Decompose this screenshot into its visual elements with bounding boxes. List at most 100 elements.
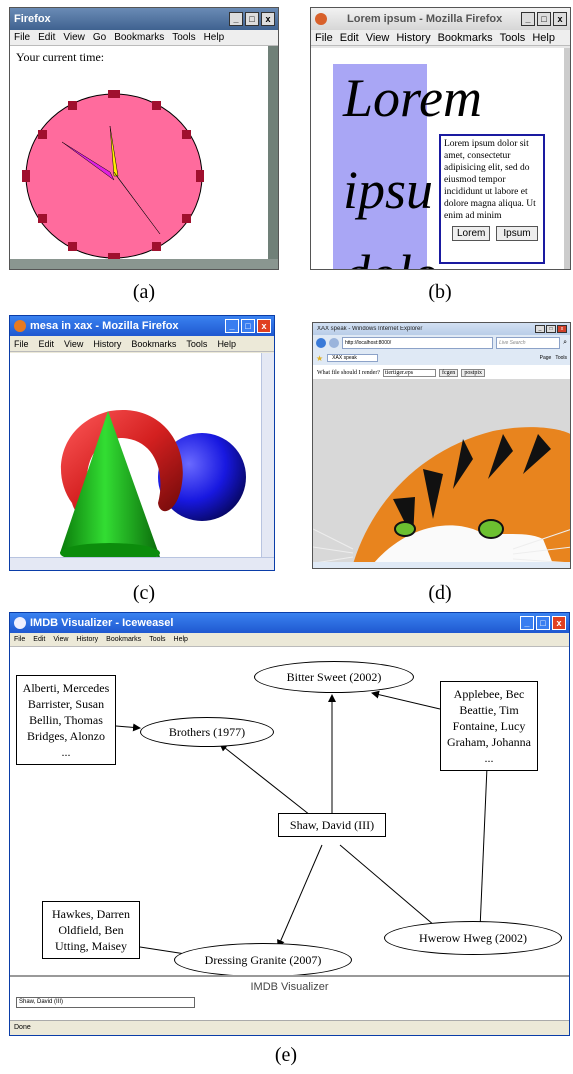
menu-edit[interactable]: Edit <box>339 31 359 44</box>
file-input[interactable]: tiertiger.eps <box>382 369 436 377</box>
menu-bookmarks[interactable]: Bookmarks <box>106 636 142 643</box>
menu-tools[interactable]: Tools <box>186 338 208 349</box>
menu-help[interactable]: Help <box>203 32 225 43</box>
menu-history[interactable]: History <box>396 31 431 44</box>
movie-node-brothers[interactable]: Brothers (1977) <box>140 717 274 747</box>
tiger-white-fur <box>374 525 553 562</box>
panel-a-scrollbar[interactable] <box>268 46 278 259</box>
close-button[interactable]: x <box>557 325 567 333</box>
menu-view[interactable]: View <box>365 31 390 44</box>
tiger-eye-right <box>478 519 504 539</box>
panel-b-titlebar[interactable]: Lorem ipsum - Mozilla Firefox _ □ x <box>311 8 570 30</box>
tools-menu[interactable]: Tools <box>555 355 567 361</box>
menu-edit[interactable]: Edit <box>38 338 55 349</box>
panel-c-hscrollbar[interactable] <box>10 557 274 570</box>
maximize-button[interactable]: □ <box>546 325 556 333</box>
cast-box-1-line-1: Alberti, Mercedes <box>22 681 110 695</box>
maximize-button[interactable]: □ <box>245 12 259 26</box>
panel-a-window: Firefox _ □ x File Edit View Go Bookmark… <box>9 7 279 270</box>
favorites-star-icon[interactable]: ★ <box>316 353 324 363</box>
search-input[interactable]: Live Search <box>496 337 561 349</box>
menu-help[interactable]: Help <box>532 31 555 44</box>
actor-search-input[interactable]: Shaw, David (III) <box>16 997 195 1008</box>
tab-xax-speak[interactable]: XAX speak <box>327 354 378 362</box>
maximize-button[interactable]: □ <box>241 319 255 333</box>
tiger-whiskers <box>313 528 570 562</box>
movie-node-bitter-sweet[interactable]: Bitter Sweet (2002) <box>254 661 414 693</box>
menu-file[interactable]: File <box>315 31 333 44</box>
ipsum-button[interactable]: Ipsum <box>496 226 538 241</box>
close-button[interactable]: x <box>261 12 275 26</box>
clock-hour-marks <box>22 90 204 259</box>
panel-a-titlebar[interactable]: Firefox _ □ x <box>10 8 278 30</box>
menu-file[interactable]: File <box>14 338 29 349</box>
close-button[interactable]: x <box>552 616 566 630</box>
menu-history[interactable]: History <box>93 338 122 349</box>
minimize-button[interactable]: _ <box>535 325 545 333</box>
movie-node-dressing-granite[interactable]: Dressing Granite (2007) <box>174 943 352 977</box>
minimize-button[interactable]: _ <box>521 12 535 26</box>
search-icon[interactable]: ⌕ <box>563 339 567 346</box>
cast-box-1[interactable]: Alberti, Mercedes Barrister, Susan Belli… <box>16 675 116 765</box>
edge-actor-brothers <box>219 743 311 816</box>
movie-node-hwerow-hweg[interactable]: Hwerow Hweg (2002) <box>384 921 562 955</box>
cast-box-2-line-4: Graham, Johanna <box>447 735 531 749</box>
close-button[interactable]: x <box>257 319 271 333</box>
forward-button[interactable] <box>329 338 339 348</box>
postpix-button[interactable]: postpix <box>461 369 485 377</box>
close-button[interactable]: x <box>553 12 567 26</box>
firefox-icon <box>315 13 327 25</box>
menu-view[interactable]: View <box>63 32 85 43</box>
cast-box-3-line-3: Utting, Maisey <box>55 939 127 953</box>
panel-c-scrollbar[interactable] <box>261 353 274 558</box>
actor-node-shaw-david[interactable]: Shaw, David (III) <box>278 813 386 837</box>
cast-box-2-line-2: Beattie, Tim <box>459 703 519 717</box>
address-input[interactable]: http://localhost:8000/ <box>342 337 494 349</box>
fcgen-button[interactable]: fcgen <box>438 369 459 377</box>
clock-graphic <box>22 90 204 259</box>
menu-edit[interactable]: Edit <box>38 32 56 43</box>
menu-file[interactable]: File <box>14 32 31 43</box>
panel-e-graph-area: Alberti, Mercedes Barrister, Susan Belli… <box>10 647 569 977</box>
cast-box-3-line-1: Hawkes, Darren <box>52 907 130 921</box>
minimize-button[interactable]: _ <box>520 616 534 630</box>
menu-bookmarks[interactable]: Bookmarks <box>114 32 165 43</box>
maximize-button[interactable]: □ <box>536 616 550 630</box>
panel-c-titlebar[interactable]: mesa in xax - Mozilla Firefox _ □ x <box>10 316 274 336</box>
tiger-render <box>313 379 570 562</box>
panel-b-menubar: File Edit View History Bookmarks Tools H… <box>311 30 570 46</box>
menu-tools[interactable]: Tools <box>172 32 196 43</box>
current-time-label: Your current time: <box>16 50 105 64</box>
panel-d-tabbar: ★ XAX speak Page Tools <box>313 351 570 365</box>
menu-view[interactable]: View <box>53 636 69 643</box>
minimize-button[interactable]: _ <box>229 12 243 26</box>
panel-c-title: mesa in xax - Mozilla Firefox <box>30 320 179 332</box>
menu-history[interactable]: History <box>76 636 99 643</box>
panel-b-scrollbar[interactable] <box>564 48 570 269</box>
menu-help[interactable]: Help <box>173 636 188 643</box>
panel-d-title: XAX speak - Windows Internet Explorer <box>317 326 423 332</box>
back-button[interactable] <box>316 338 326 348</box>
page-menu[interactable]: Page <box>539 355 552 361</box>
menu-file[interactable]: File <box>14 636 26 643</box>
menu-tools[interactable]: Tools <box>499 31 526 44</box>
minimize-button[interactable]: _ <box>225 319 239 333</box>
menu-view[interactable]: View <box>64 338 84 349</box>
menu-bookmarks[interactable]: Bookmarks <box>131 338 177 349</box>
menu-edit[interactable]: Edit <box>33 636 46 643</box>
cast-box-2[interactable]: Applebee, Bec Beattie, Tim Fontaine, Luc… <box>440 681 538 771</box>
menu-go[interactable]: Go <box>92 32 107 43</box>
panel-a-hscrollbar[interactable] <box>10 259 278 269</box>
menu-help[interactable]: Help <box>217 338 236 349</box>
lorem-button[interactable]: Lorem <box>452 226 491 241</box>
panel-e-titlebar[interactable]: IMDB Visualizer - Iceweasel _ □ x <box>10 613 569 633</box>
mesa-3d-scene <box>60 409 246 558</box>
menu-tools[interactable]: Tools <box>149 636 166 643</box>
panel-d-titlebar[interactable]: XAX speak - Windows Internet Explorer _ … <box>313 323 570 335</box>
maximize-button[interactable]: □ <box>537 12 551 26</box>
menu-bookmarks[interactable]: Bookmarks <box>437 31 493 44</box>
graph-edges <box>115 690 488 960</box>
lorem-blue-column <box>333 64 427 269</box>
cast-box-3[interactable]: Hawkes, Darren Oldfield, Ben Utting, Mai… <box>42 901 140 959</box>
lorem-big-word-2: ipsu <box>343 160 434 220</box>
